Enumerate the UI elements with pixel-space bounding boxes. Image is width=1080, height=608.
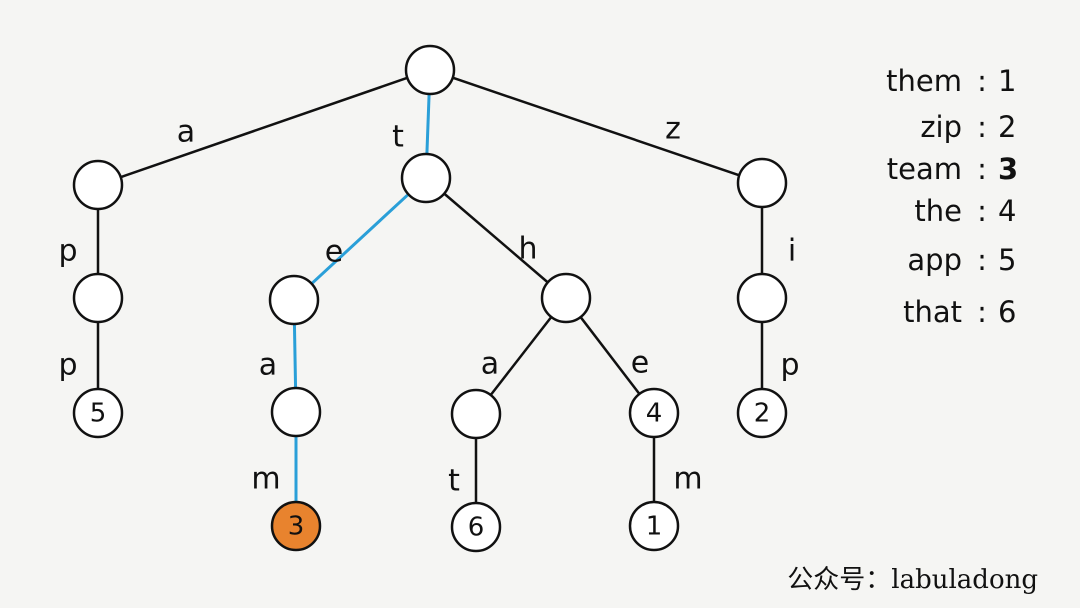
legend-row-that: that:6 [903, 295, 1016, 329]
trie-edge-te [310, 193, 410, 285]
node-circle [736, 157, 788, 209]
trie-node-t [400, 152, 452, 204]
legend-value: 3 [998, 152, 1018, 186]
trie-node-tea [270, 386, 322, 438]
legend-value: 1 [998, 64, 1016, 98]
node-circle [72, 387, 124, 439]
trie-node-team: 3 [270, 500, 322, 552]
edge-label-team: m [251, 462, 280, 497]
legend-separator: : [977, 64, 987, 98]
node-circle [628, 500, 680, 552]
legend-row-the: the:4 [914, 194, 1016, 228]
edge-label-that: t [448, 464, 460, 499]
node-circle [736, 387, 788, 439]
node-value: 5 [90, 399, 107, 429]
node-value: 1 [646, 512, 663, 542]
trie-edge-the [579, 316, 641, 395]
legend-word: the [914, 194, 962, 228]
legend-word: app [907, 243, 962, 277]
legend-row-app: app:5 [907, 243, 1016, 277]
trie-edge-labels: a t z p p e h a m a t e m i p [58, 112, 799, 499]
node-circle [450, 388, 502, 440]
edge-label-a: a [177, 115, 195, 150]
node-value: 2 [754, 399, 771, 429]
node-circle [270, 500, 322, 552]
legend-separator: : [977, 152, 987, 186]
edge-label-app: p [58, 348, 77, 383]
node-value: 6 [468, 513, 485, 543]
node-circle [270, 386, 322, 438]
node-circle [540, 272, 592, 324]
trie-edge-z [452, 76, 740, 177]
trie-edges [96, 76, 764, 503]
trie-node-zi [736, 272, 788, 324]
node-value: 4 [646, 399, 663, 429]
edge-label-zip: p [780, 348, 799, 383]
node-value: 3 [288, 512, 305, 542]
trie-edge-tha [489, 316, 553, 396]
node-circle [736, 272, 788, 324]
trie-edge-t [425, 93, 431, 155]
node-circle [72, 159, 124, 211]
edge-label-them: m [673, 462, 702, 497]
legend-separator: : [977, 243, 987, 277]
trie-edge-tea [292, 323, 298, 389]
trie-node-root [404, 44, 456, 96]
trie-node-that: 6 [450, 501, 502, 553]
legend-value: 4 [998, 194, 1016, 228]
legend-word: them [886, 64, 962, 98]
trie-node-a [72, 159, 124, 211]
legend-row-them: them:1 [886, 64, 1016, 98]
trie-edge-a [120, 76, 408, 179]
legend-separator: : [977, 295, 987, 329]
node-circle [450, 501, 502, 553]
legend-value: 5 [998, 243, 1016, 277]
edge-label-t: t [392, 120, 404, 155]
legend-word: that [903, 295, 962, 329]
trie-node-them: 1 [628, 500, 680, 552]
trie-node-app: 5 [72, 387, 124, 439]
legend-row-team: team:3 [887, 152, 1018, 186]
legend-word: zip [920, 110, 962, 144]
legend-value: 6 [998, 295, 1016, 329]
edge-label-ap: p [58, 234, 77, 269]
trie-node-tha [450, 388, 502, 440]
edge-label-the: e [631, 346, 649, 381]
legend-word: team [887, 152, 962, 186]
trie-node-ap [72, 272, 124, 324]
trie-node-z [736, 157, 788, 209]
edge-label-zi: i [788, 234, 796, 269]
node-circle [400, 152, 452, 204]
edge-label-tea: a [259, 348, 277, 383]
edge-label-th: h [518, 232, 537, 267]
legend-value: 2 [998, 110, 1016, 144]
node-circle [404, 44, 456, 96]
edge-label-te: e [325, 235, 343, 270]
legend-separator: : [977, 194, 987, 228]
node-circle [72, 272, 124, 324]
node-circle [268, 274, 320, 326]
trie-edge-th [443, 192, 549, 284]
node-circle [628, 387, 680, 439]
trie-node-th [540, 272, 592, 324]
edge-label-tha: a [481, 347, 499, 382]
trie-node-zip: 2 [736, 387, 788, 439]
legend-separator: : [977, 110, 987, 144]
trie-nodes: 5 3 6 4 1 2 [72, 44, 788, 553]
trie-node-te [268, 274, 320, 326]
edge-label-z: z [665, 112, 681, 147]
credit-text: 公众号：labuladong [787, 565, 1038, 595]
trie-node-the: 4 [628, 387, 680, 439]
legend-row-zip: zip:2 [920, 110, 1016, 144]
